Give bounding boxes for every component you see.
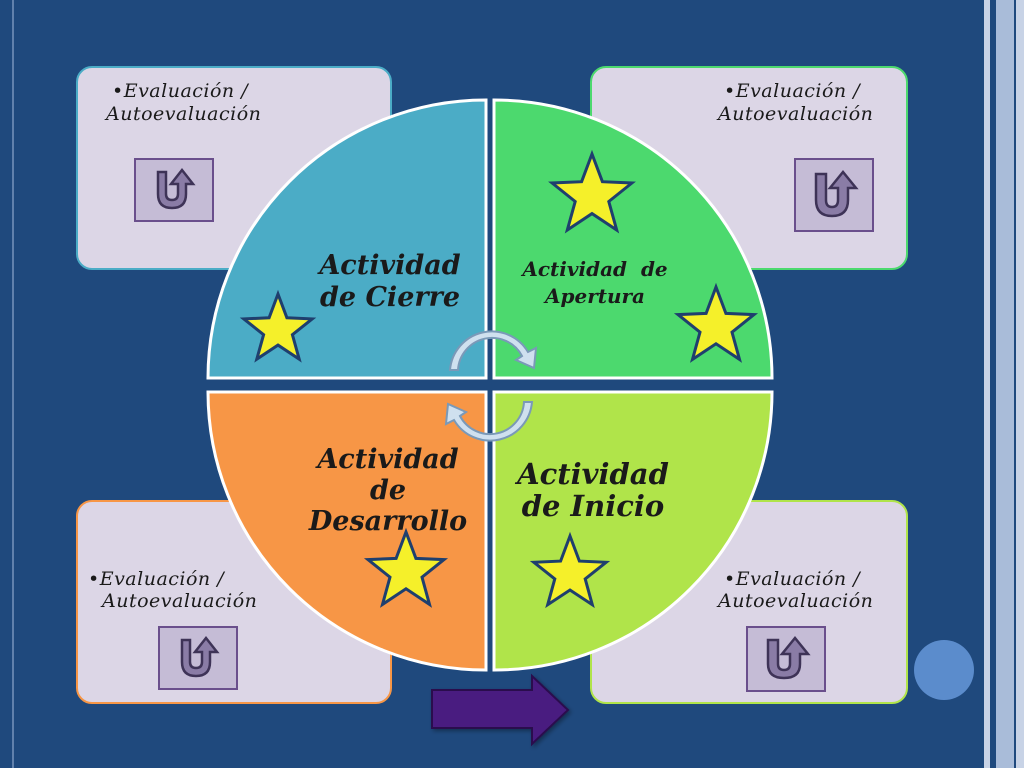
return-button-top-right[interactable]: [794, 158, 874, 232]
quadrant-apertura: [492, 98, 774, 380]
u-turn-return-icon: [180, 635, 220, 678]
star-icon: [529, 531, 611, 609]
frame-border-right-band: [996, 0, 1014, 768]
quadrant-label-desarrollo: Actividad de Desarrollo: [296, 444, 480, 537]
card-top-left-line2: Autoevaluación: [106, 103, 262, 125]
card-bottom-left-line1: •Evaluación /: [88, 568, 225, 590]
next-arrow-icon[interactable]: [431, 673, 570, 747]
card-top-left-line1: •Evaluación /: [112, 80, 249, 102]
label-desarrollo-line1: Actividad: [317, 444, 459, 475]
frame-border-right-edge: [1016, 0, 1024, 768]
return-button-bottom-right[interactable]: [746, 626, 826, 692]
quadrant-label-cierre: Actividad de Cierre: [300, 250, 480, 314]
quadrant-inicio: [492, 390, 774, 672]
u-turn-return-icon: [766, 636, 811, 680]
card-bottom-left-line2: Autoevaluación: [102, 590, 258, 612]
star-icon: [363, 527, 449, 608]
card-top-right-line2: Autoevaluación: [718, 103, 874, 125]
cycle-arrows-icon: [444, 330, 538, 442]
label-cierre-line1: Actividad: [319, 250, 461, 281]
label-apertura-line2: Apertura: [544, 284, 646, 308]
return-button-top-left[interactable]: [134, 158, 214, 222]
star-icon: [239, 289, 317, 363]
frame-border-right: [984, 0, 990, 768]
label-desarrollo-line3: Desarrollo: [308, 506, 468, 537]
quadrant-label-inicio: Actividad de Inicio: [500, 458, 686, 522]
u-turn-return-icon: [156, 167, 196, 210]
quadrant-label-apertura: Actividad de Apertura: [500, 256, 690, 310]
stars: [239, 149, 759, 609]
return-button-bottom-left[interactable]: [158, 626, 238, 690]
quadrant-desarrollo: [206, 390, 488, 672]
label-apertura-line1: Actividad de: [522, 257, 668, 281]
card-bottom-right-line1: •Evaluación /: [724, 568, 861, 590]
frame-border-left: [12, 0, 14, 768]
star-icon: [673, 282, 759, 363]
card-bottom-right-line2: Autoevaluación: [718, 590, 874, 612]
label-desarrollo-line2: de: [369, 475, 407, 506]
label-inicio-line1: Actividad: [517, 457, 669, 491]
quadrant-cierre: [206, 98, 488, 380]
star-icon: [548, 149, 636, 234]
u-turn-return-icon: [814, 170, 859, 218]
label-inicio-line2: de Inicio: [521, 489, 665, 523]
decorative-circle: [914, 640, 974, 700]
card-top-right-line1: •Evaluación /: [724, 80, 861, 102]
label-cierre-line2: de Cierre: [319, 282, 460, 313]
